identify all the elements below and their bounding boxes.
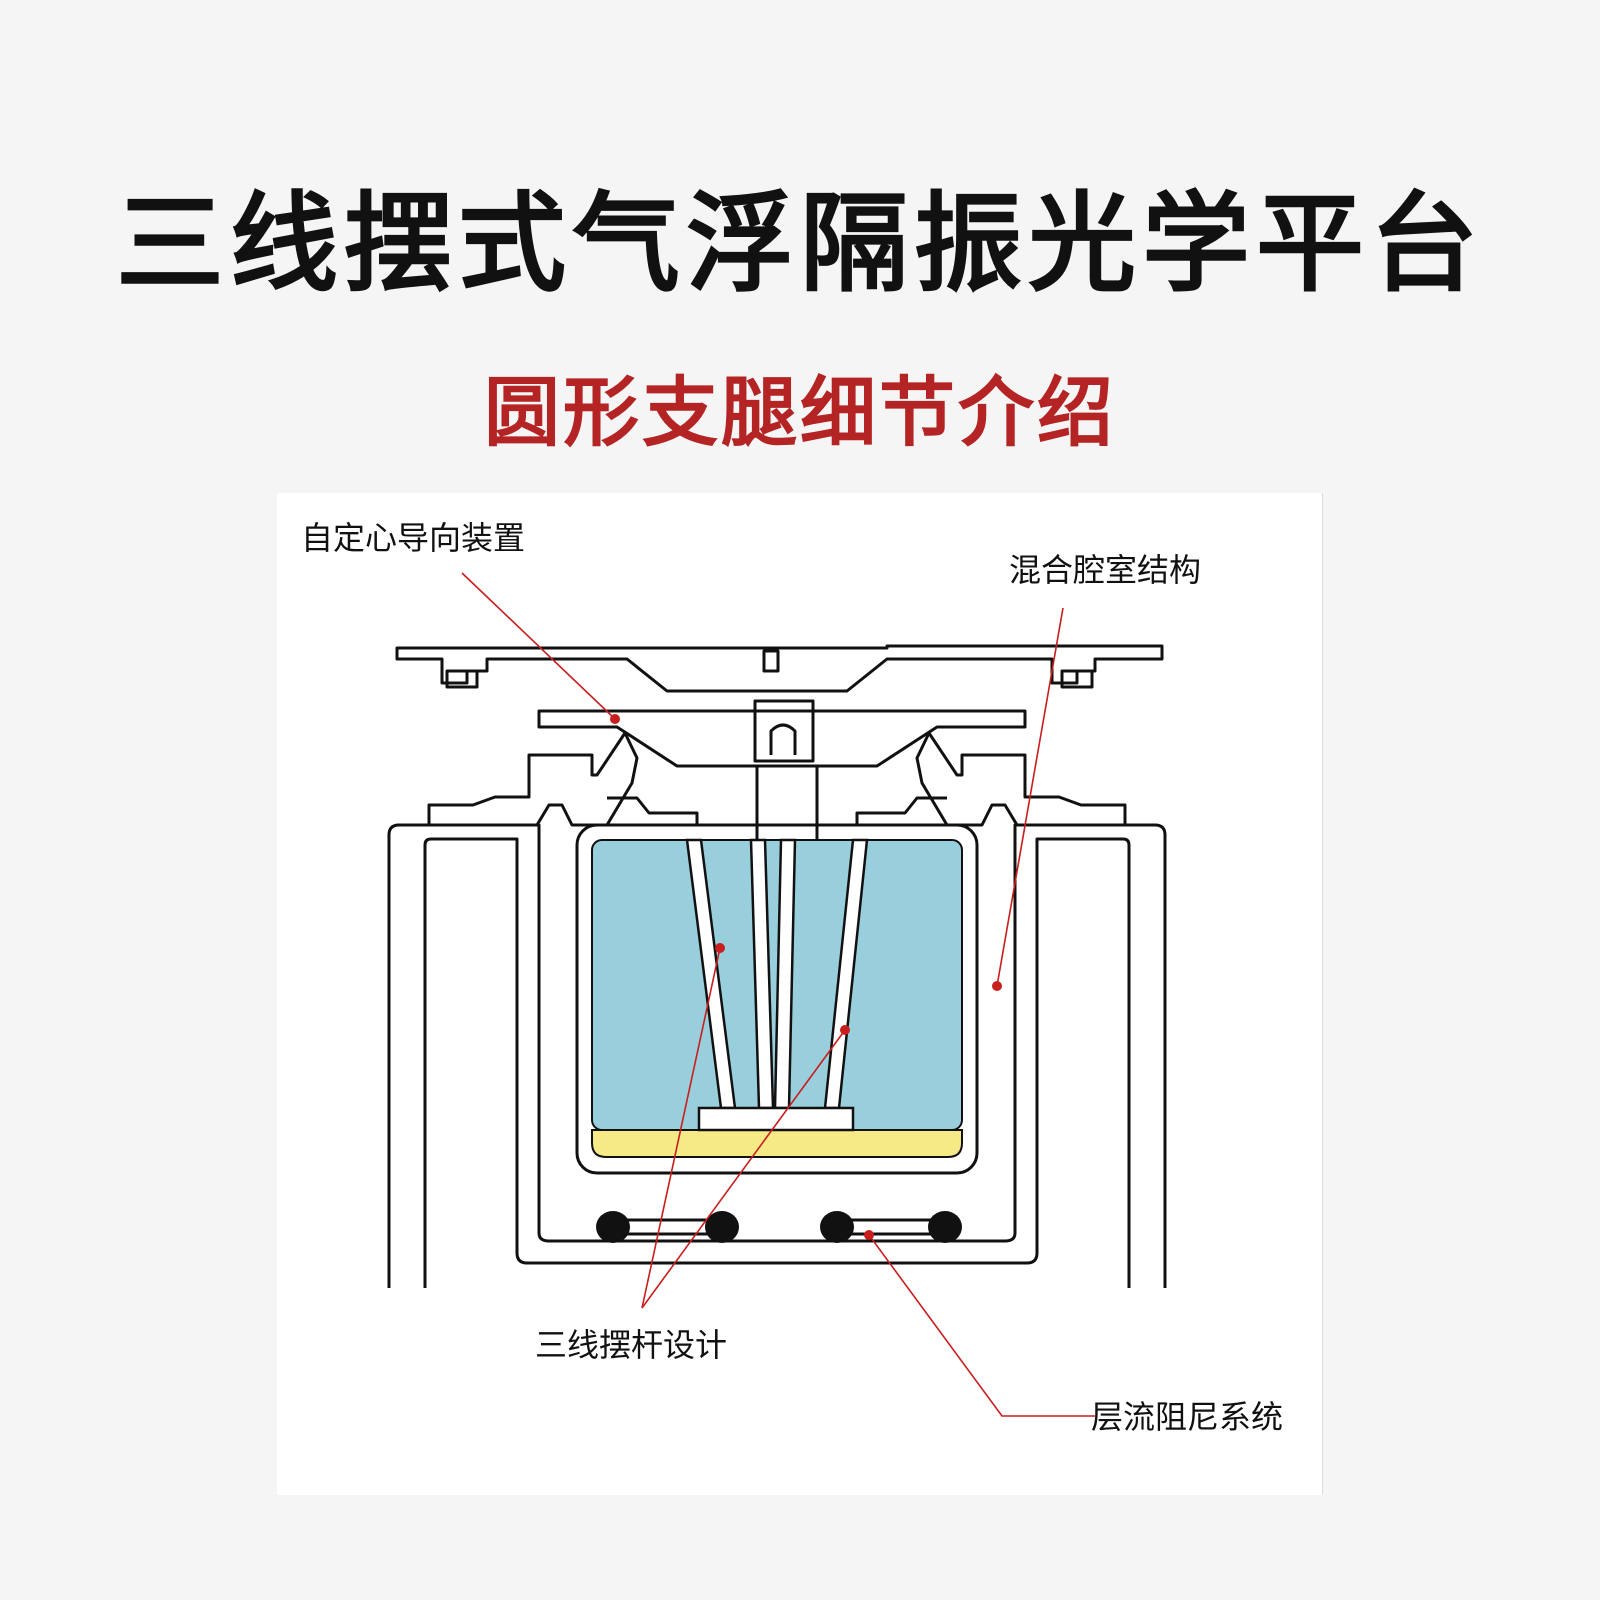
damping-orifice bbox=[705, 1211, 739, 1243]
leader-line-laminar bbox=[868, 1234, 1095, 1417]
base-plate bbox=[697, 1106, 855, 1132]
right-mount-tab bbox=[1060, 669, 1094, 689]
top-slot bbox=[762, 649, 780, 673]
label-pendulum-rods: 三线摆杆设计 bbox=[535, 1326, 728, 1364]
center-connector bbox=[753, 699, 815, 763]
outer-housing-inner bbox=[423, 837, 1131, 1288]
label-self-centering-guide: 自定心导向装置 bbox=[301, 519, 526, 557]
diagram-panel: 自定心导向装置 混合腔室结构 三线摆杆设计 层流阻尼系统 bbox=[277, 493, 1323, 1495]
page-subtitle: 圆形支腿细节介绍 bbox=[484, 368, 1116, 457]
damping-orifice bbox=[596, 1211, 630, 1243]
leader-dot bbox=[610, 714, 620, 724]
leader-dot bbox=[864, 1230, 874, 1240]
leader-line-rod-left bbox=[641, 947, 721, 1309]
outer-housing bbox=[387, 823, 1167, 1288]
connector-slot bbox=[769, 723, 797, 755]
leader-line-rod-right bbox=[641, 1029, 846, 1309]
leader-line-self-centering bbox=[461, 572, 616, 720]
leader-dot bbox=[992, 981, 1002, 991]
left-mount-tab bbox=[445, 669, 479, 689]
leader-dot bbox=[715, 943, 725, 953]
top-load-plate bbox=[395, 644, 1164, 693]
label-laminar-damping: 层流阻尼系统 bbox=[1091, 1398, 1284, 1436]
inner-chamber bbox=[575, 823, 979, 1175]
label-mixed-chamber: 混合腔室结构 bbox=[1009, 551, 1202, 589]
leader-dot bbox=[840, 1025, 850, 1035]
right-guide-bracket bbox=[915, 731, 1127, 827]
base-liquid-region bbox=[591, 1129, 963, 1158]
leg-cross-section-diagram bbox=[387, 572, 1167, 1417]
damping-orifice bbox=[928, 1211, 962, 1243]
page-title: 三线摆式气浮隔振光学平台 bbox=[115, 182, 1484, 307]
left-guide-bracket bbox=[427, 731, 639, 827]
centering-plate bbox=[537, 709, 1027, 768]
damping-orifice bbox=[820, 1211, 854, 1243]
leader-line-mixed-chamber bbox=[996, 607, 1064, 987]
